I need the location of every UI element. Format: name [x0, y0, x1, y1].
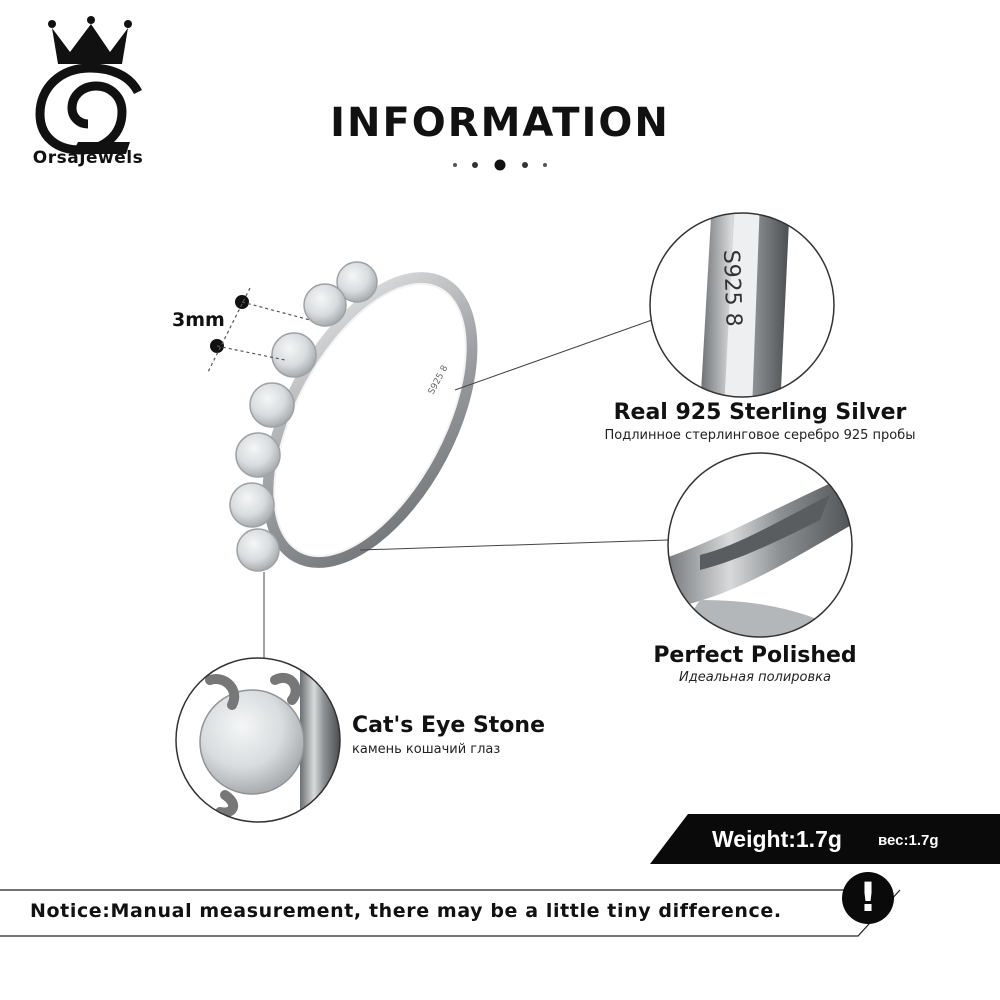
cats-eye-stones	[229, 261, 378, 572]
stone-feature-title: Cat's Eye Stone	[352, 713, 546, 738]
polish-feature-title: Perfect Polished	[653, 643, 857, 668]
weight-value-alt: вес:1.7g	[878, 832, 939, 849]
silver-feature-subtitle: Подлинное стерлинговое серебро 925 пробы	[604, 428, 916, 443]
dimension-label: 3mm	[172, 309, 225, 331]
exclamation-icon: !	[842, 872, 894, 924]
svg-text:S925 8: S925 8	[427, 364, 451, 397]
weight-banner	[650, 814, 1000, 864]
polish-feature-subtitle: Идеальная полировка	[679, 670, 831, 685]
logo-o-mark	[35, 63, 143, 155]
silver-feature-title: Real 925 Sterling Silver	[613, 400, 907, 425]
crown-icon	[48, 16, 132, 64]
title-dots-decoration	[453, 159, 547, 171]
stone-feature-subtitle: камень кошачий глаз	[352, 742, 501, 757]
orsa-jewels-logo	[35, 16, 143, 155]
svg-text:S925 8: S925 8	[718, 249, 746, 327]
polish-detail-callout	[667, 452, 853, 638]
stone-detail-callout	[175, 657, 341, 823]
weight-value: Weight:1.7g	[712, 826, 842, 852]
page-title: INFORMATION	[330, 100, 670, 146]
ring-band: S925 8	[262, 272, 478, 568]
silver-detail-callout: S925 8	[649, 212, 835, 398]
brand-name: OrsaJewels	[32, 148, 144, 168]
notice-text: Notice:Manual measurement, there may be …	[30, 900, 782, 922]
dimension-marker	[207, 287, 311, 373]
callout-lines	[263, 319, 669, 658]
